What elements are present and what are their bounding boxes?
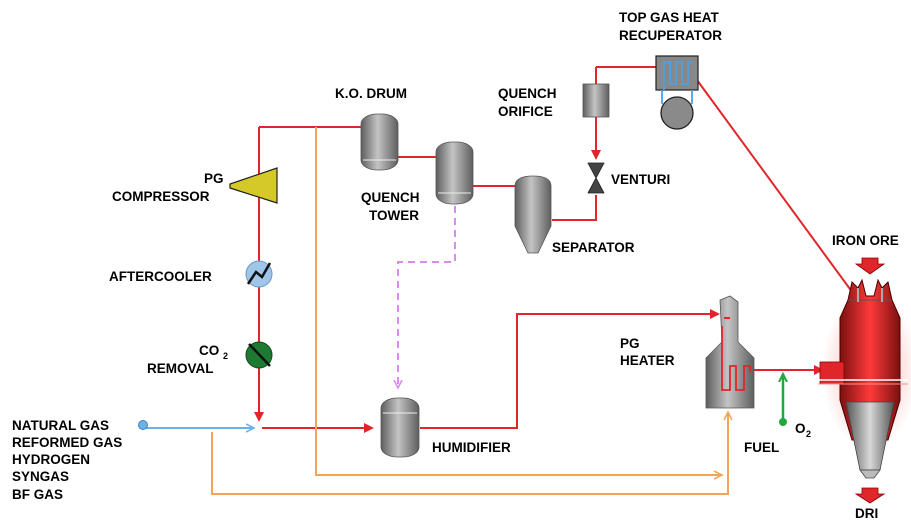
feed-gas-source-dot	[138, 420, 148, 430]
top-gas-heat-label-line1: TOP GAS HEAT	[619, 10, 720, 25]
dri-arrow-icon	[854, 487, 886, 504]
fuel-line-outer	[211, 412, 728, 495]
oxygen-source-dot	[779, 418, 787, 426]
pg-compressor-label-line1: PG	[204, 171, 224, 186]
iron-ore-arrow-icon	[854, 257, 886, 275]
shaft-furnace-icon	[818, 278, 911, 479]
water-line	[398, 206, 456, 388]
iron-ore-label: IRON ORE	[832, 233, 899, 248]
pg-heater-label-line1: PG	[620, 336, 640, 351]
ko-drum-label: K.O. DRUM	[335, 86, 407, 101]
o2-label-subscript: 2	[806, 429, 811, 439]
aftercooler-label: AFTERCOOLER	[109, 269, 212, 284]
aftercooler-icon	[245, 260, 273, 288]
co2-removal-label-line2: REMOVAL	[147, 361, 214, 376]
venturi-icon	[587, 162, 605, 194]
venturi-label: VENTURI	[611, 172, 670, 187]
ko-drum-icon	[360, 113, 399, 171]
humidifier-to-heater-line	[420, 309, 720, 429]
separator-label: SEPARATOR	[552, 240, 635, 255]
feed-gas-label-5: BF GAS	[12, 487, 63, 502]
fuel-label: FUEL	[744, 440, 779, 455]
separator-icon	[514, 175, 552, 254]
recuperator-icon	[655, 55, 699, 130]
feed-gas-label-2: REFORMED GAS	[12, 435, 122, 450]
co2-removal-label-subscript: 2	[223, 351, 228, 361]
feed-gas-label-4: SYNGAS	[12, 469, 69, 484]
separator-to-venturi-line	[552, 195, 597, 221]
humidifier-label: HUMIDIFIER	[432, 440, 511, 455]
top-gas-line	[696, 79, 859, 301]
quench-orifice-icon	[582, 83, 610, 118]
co2-removal-label-co: CO	[199, 343, 219, 358]
top-gas-heat-label-line2: RECUPERATOR	[619, 28, 722, 43]
feed-gas-label-3: HYDROGEN	[12, 452, 90, 467]
quench-orifice-label-line1: QUENCH	[498, 86, 557, 101]
pg-heater-icon	[705, 295, 755, 409]
quench-orifice-label-line2: ORIFICE	[498, 104, 553, 119]
fuel-line-inner	[315, 127, 722, 475]
pg-compressor-icon	[229, 167, 278, 204]
pg-heater-label-line2: HEATER	[620, 353, 675, 368]
dri-label: DRI	[855, 506, 878, 520]
quench-tower-label-line1: QUENCH	[361, 190, 420, 205]
quench-tower-icon	[435, 141, 474, 205]
co2-removal-icon	[245, 341, 273, 369]
quench-tower-label-line2: TOWER	[369, 208, 419, 223]
o2-label-o: O	[795, 421, 806, 436]
feed-gas-label-1: NATURAL GAS	[12, 418, 109, 433]
pg-compressor-label-line2: COMPRESSOR	[112, 189, 210, 204]
humidifier-icon	[380, 397, 420, 458]
